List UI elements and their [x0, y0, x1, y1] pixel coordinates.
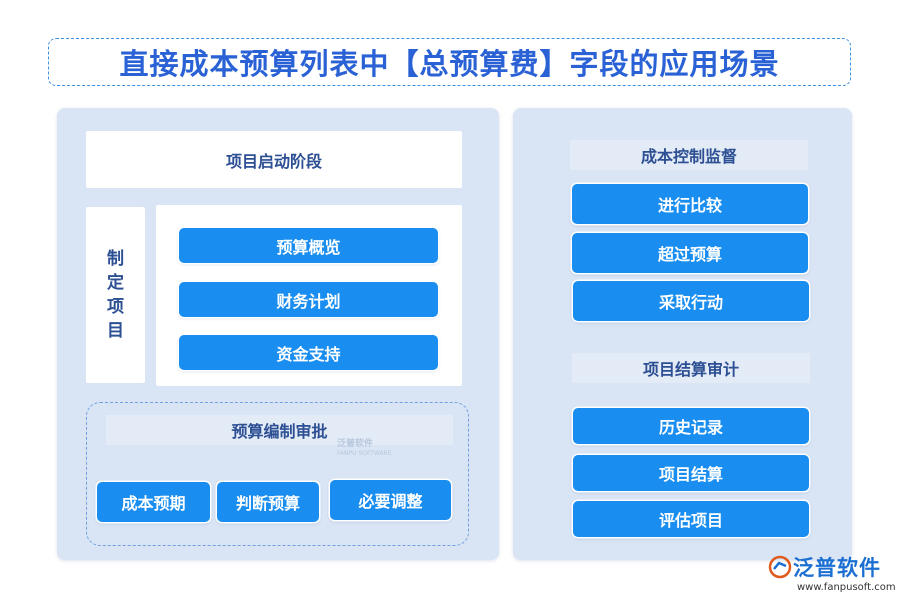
brand-name: 泛普软件 — [793, 556, 881, 580]
judge-budget-button[interactable]: 判断预算 — [217, 482, 319, 522]
make-project-char: 项 — [107, 297, 124, 317]
compare-button[interactable]: 进行比较 — [572, 184, 808, 224]
take-action-button[interactable]: 采取行动 — [573, 281, 809, 321]
necessary-adjust-button[interactable]: 必要调整 — [330, 480, 451, 520]
history-record-button[interactable]: 历史记录 — [573, 408, 809, 444]
funding-support-button[interactable]: 资金支持 — [179, 335, 438, 370]
budget-approval-title: 预算编制审批 — [106, 415, 453, 445]
page-title: 直接成本预算列表中【总预算费】字段的应用场景 — [48, 38, 851, 86]
project-settlement-button[interactable]: 项目结算 — [573, 455, 809, 491]
brand-url[interactable]: www.fanpusoft.com — [797, 582, 896, 593]
make-project-label: 制 定 项 目 — [86, 207, 145, 383]
budget-approval-group — [86, 402, 469, 546]
cost-control-title: 成本控制监督 — [570, 140, 808, 170]
over-budget-button[interactable]: 超过预算 — [572, 233, 808, 273]
evaluate-project-button[interactable]: 评估项目 — [573, 501, 809, 537]
watermark-text: 泛普软件 — [337, 439, 374, 449]
watermark: 泛普软件 FANPU SOFTWARE — [337, 439, 392, 459]
cost-expectation-button[interactable]: 成本预期 — [97, 482, 210, 522]
make-project-char: 制 — [107, 249, 124, 269]
budget-overview-button[interactable]: 预算概览 — [179, 228, 438, 263]
make-project-char: 目 — [107, 321, 124, 341]
brand-logo: 泛普软件 www.fanpusoft.com — [767, 552, 896, 596]
brand-icon — [768, 555, 792, 579]
financial-plan-button[interactable]: 财务计划 — [179, 282, 438, 317]
watermark-sub: FANPU SOFTWARE — [337, 450, 392, 457]
settlement-audit-title: 项目结算审计 — [572, 353, 810, 383]
make-project-char: 定 — [107, 273, 124, 293]
right-panel — [513, 108, 852, 560]
project-start-stage: 项目启动阶段 — [86, 131, 462, 188]
